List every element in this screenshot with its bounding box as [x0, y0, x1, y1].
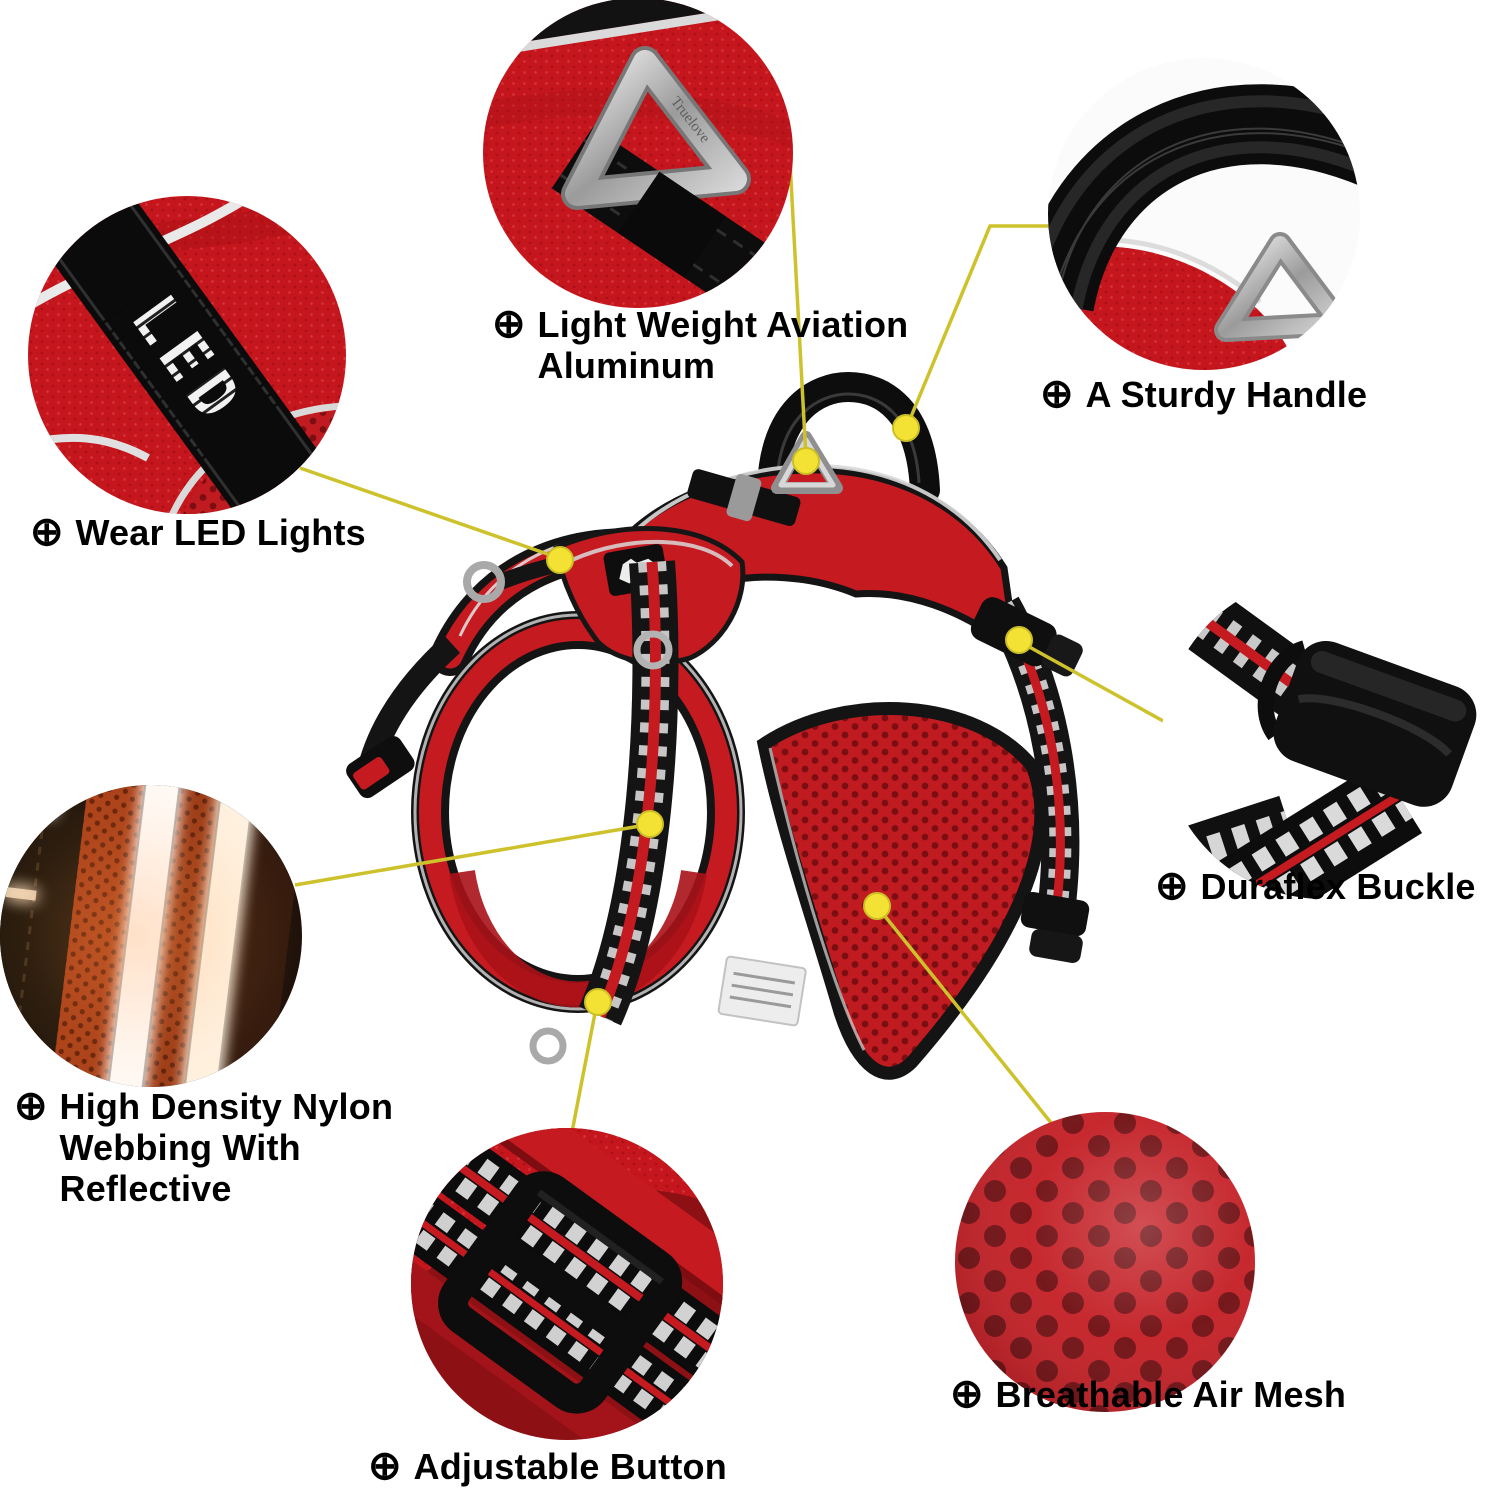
marker-dot-aluminum	[792, 447, 820, 475]
leader-line-mesh	[878, 908, 1054, 1126]
plus-circle-icon: ⊕	[368, 1444, 402, 1488]
feature-label-adjustable: ⊕ Adjustable Button	[368, 1446, 727, 1487]
feature-label-handle: ⊕ A Sturdy Handle	[1040, 374, 1367, 415]
feature-label-line: Light Weight Aviation	[537, 304, 909, 345]
leader-line-buckle	[1023, 642, 1166, 724]
leader-line-led	[299, 466, 557, 559]
feature-label-line: A Sturdy Handle	[1085, 374, 1368, 415]
callout-handle-photo	[1048, 58, 1360, 370]
leader-line-adjustable	[570, 1007, 598, 1133]
marker-dot-handle	[892, 414, 920, 442]
reflective-webbing-photo	[0, 785, 302, 1087]
feature-label-line: Reflective	[59, 1168, 232, 1209]
marker-dot-webbing	[636, 810, 664, 838]
feature-label-webbing: ⊕ High Density Nylon Webbing With Reflec…	[14, 1086, 393, 1209]
aluminum-dring-photo: Truelove	[483, 0, 793, 308]
led-strap-photo: LED	[28, 196, 346, 514]
plus-circle-icon: ⊕	[14, 1084, 48, 1128]
marker-dot-buckle	[1005, 626, 1033, 654]
callout-buckle-photo	[1162, 576, 1485, 899]
plus-circle-icon: ⊕	[492, 302, 526, 346]
plus-circle-icon: ⊕	[1040, 372, 1074, 416]
feature-label-line: Duraflex Buckle	[1200, 866, 1476, 907]
leader-lines	[294, 161, 1166, 1133]
marker-dot-mesh	[863, 892, 891, 920]
callout-adjustable-photo	[411, 1128, 723, 1440]
leader-line-webbing	[294, 823, 647, 887]
feature-label-line: Webbing With	[59, 1127, 301, 1168]
callout-led-photo: LED	[28, 196, 346, 514]
handle-photo	[1048, 58, 1360, 370]
feature-label-line: Wear LED Lights	[75, 512, 366, 553]
plus-circle-icon: ⊕	[950, 1372, 984, 1416]
callout-mesh-photo	[955, 1112, 1255, 1412]
leader-line-aluminum	[788, 161, 808, 459]
plus-circle-icon: ⊕	[30, 510, 64, 554]
feature-label-line: High Density Nylon	[59, 1086, 394, 1127]
harness-mesh-panel	[756, 702, 1048, 1080]
feature-label-line: Breathable Air Mesh	[995, 1374, 1347, 1415]
wash-label	[717, 955, 807, 1027]
buckle-photo	[1162, 576, 1485, 899]
feature-label-aluminum: ⊕ Light Weight Aviation Aluminum	[492, 304, 908, 386]
marker-dot-adjustable	[584, 988, 612, 1016]
feature-label-mesh: ⊕ Breathable Air Mesh	[950, 1374, 1346, 1415]
feature-label-buckle: ⊕ Duraflex Buckle	[1155, 866, 1476, 907]
plus-circle-icon: ⊕	[1155, 864, 1189, 908]
air-mesh-photo	[955, 1112, 1255, 1412]
marker-dot-led	[546, 546, 574, 574]
feature-label-line: Adjustable Button	[413, 1446, 727, 1487]
feature-label-line: Aluminum	[537, 345, 716, 386]
callout-webbing-photo	[0, 785, 302, 1087]
marker-dots	[546, 414, 1033, 1016]
callout-aluminum-photo: Truelove	[483, 0, 793, 308]
adjustable-button-photo	[411, 1128, 723, 1440]
harness-photo	[346, 371, 1090, 1080]
leader-line-handle	[906, 224, 1052, 425]
feature-label-led: ⊕ Wear LED Lights	[30, 512, 366, 553]
